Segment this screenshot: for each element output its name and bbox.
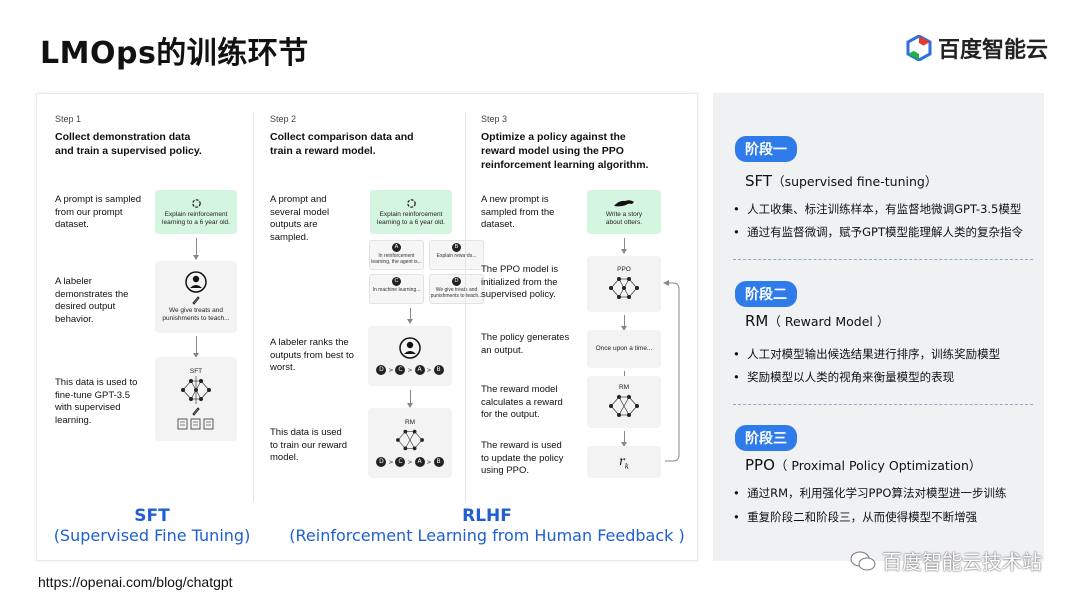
- step-3-rm-card: RM: [587, 376, 661, 428]
- step-1-heading: Collect demonstration data and train a s…: [55, 131, 202, 157]
- step-3-reward-card: rk: [587, 446, 661, 478]
- arrow: [621, 431, 627, 447]
- baidu-cloud-logo-icon: [906, 35, 932, 61]
- wechat-icon: [850, 551, 876, 570]
- step-1-number: Step 1: [55, 114, 82, 124]
- stage-3-bullet-1: • 通过RM，利用强化学习PPO算法对模型进一步训练: [733, 486, 1007, 500]
- arrow: [193, 238, 199, 260]
- pencil-icon: [192, 296, 200, 305]
- stage-3-badge: 阶段三: [735, 425, 797, 451]
- column-divider: [253, 112, 254, 502]
- arrow: [407, 390, 413, 408]
- divider: [733, 404, 1033, 405]
- step-2-column: Step 2 Collect comparison data and train…: [270, 94, 484, 560]
- watermark: 百度智能云技术站: [850, 546, 1042, 575]
- brand-logo: 百度智能云: [906, 32, 1048, 64]
- feedback-loop-arrow-icon: [663, 280, 680, 462]
- step-3-desc-2: The PPO model is initialized from the su…: [481, 264, 559, 300]
- stages-panel: 阶段一 SFT（supervised fine-tuning） • 人工收集、标…: [713, 93, 1044, 561]
- step-1-desc-3: This data is used to fine-tune GPT-3.5 w…: [55, 377, 138, 426]
- step-3-desc-1: A new prompt is sampled from the dataset…: [481, 194, 555, 230]
- step-2-desc-3: This data is used to train our reward mo…: [270, 427, 348, 463]
- step-2-prompt-card: Explain reinforcement learning to a 6 ye…: [370, 190, 452, 234]
- documents-icon: [177, 418, 214, 430]
- stage-1-bullet-2: • 通过有监督微调，赋予GPT模型能理解人类的复杂指令: [733, 225, 1023, 239]
- stage-3-name: PPO（ Proximal Policy Optimization）: [745, 456, 982, 474]
- step-1-column: Step 1 Collect demonstration data and tr…: [55, 94, 265, 560]
- step-3-prompt-text: Write a story about otters.: [605, 210, 643, 226]
- recycle-icon: [406, 198, 416, 208]
- neural-network-icon: [396, 429, 424, 451]
- step-2-number: Step 2: [270, 114, 297, 124]
- column-divider: [465, 112, 466, 502]
- step-1-sft-card: SFT: [155, 357, 237, 441]
- step-1-labeler-card: We give treats and punishments to teach.…: [155, 261, 237, 333]
- step-1-prompt-card: Explain reinforcement learning to a 6 ye…: [155, 190, 237, 234]
- step-3-heading: Optimize a policy against the reward mod…: [481, 131, 649, 171]
- stage-1-bullet-1: • 人工收集、标注训练样本，有监督地微调GPT-3.5模型: [733, 202, 1022, 216]
- reward-symbol: rk: [619, 453, 629, 471]
- neural-network-icon: [609, 395, 639, 417]
- page-title: LMOps的训练环节: [40, 36, 309, 71]
- step-3-number: Step 3: [481, 114, 508, 124]
- step-3-column: Step 3 Optimize a policy against the rew…: [481, 94, 696, 560]
- step-2-heading: Collect comparison data and train a rewa…: [270, 131, 414, 157]
- step-3-ppo-label: PPO: [617, 266, 631, 273]
- stage-2-badge: 阶段二: [735, 281, 797, 307]
- step-1-demo-text: We give treats and punishments to teach.…: [162, 307, 230, 322]
- arrow: [407, 308, 413, 324]
- step-3-ppo-card: PPO: [587, 256, 661, 312]
- step-3-desc-4: The reward model calculates a reward for…: [481, 384, 563, 420]
- step-3-output-card: Once upon a time...: [587, 330, 661, 368]
- stage-1-badge: 阶段一: [735, 136, 797, 162]
- neural-network-icon: [609, 277, 639, 299]
- step-1-desc-1: A prompt is sampled from our prompt data…: [55, 194, 142, 230]
- step-2-desc-2: A labeler ranks the outputs from best to…: [270, 337, 354, 373]
- step-3-output-text: Once upon a time...: [595, 345, 653, 352]
- arrow: [193, 336, 199, 358]
- neural-network-icon: [181, 376, 211, 404]
- pencil-icon: [192, 407, 200, 416]
- step-3-rm-label: RM: [618, 384, 630, 391]
- arrow: [621, 315, 627, 331]
- step-2-rm-label: RM: [404, 419, 416, 426]
- step-3-prompt-card: Write a story about otters.: [587, 190, 661, 234]
- labeler-avatar-icon: [399, 337, 421, 359]
- arrow: [621, 238, 627, 254]
- rlhf-label: RLHF (Reinforcement Learning from Human …: [289, 506, 685, 545]
- step-2-rm-card: RM D> C> A> B: [368, 408, 452, 478]
- step-2-prompt-text: Explain reinforcement learning to a 6 ye…: [377, 210, 445, 226]
- ranking-row: D> C> A> B: [376, 457, 444, 467]
- step-1-prompt-text: Explain reinforcement learning to a 6 ye…: [162, 210, 230, 226]
- stage-1-name: SFT（supervised fine-tuning）: [745, 172, 938, 190]
- stage-2-name: RM（ Reward Model ）: [745, 312, 890, 330]
- ranking-row: D> C> A> B: [376, 365, 444, 375]
- divider: [733, 259, 1033, 260]
- sft-label: SFT (Supervised Fine Tuning): [53, 506, 251, 545]
- stage-2-bullet-1: • 人工对模型输出候选结果进行排序，训练奖励模型: [733, 347, 1001, 361]
- recycle-icon: [191, 198, 201, 208]
- step-1-desc-2: A labeler demonstrates the desired outpu…: [55, 276, 129, 325]
- labeler-avatar-icon: [185, 271, 207, 293]
- step-3-desc-3: The policy generates an output.: [481, 332, 570, 356]
- otter-icon: [614, 199, 634, 206]
- step-2-ranking-card: D> C> A> B: [368, 326, 452, 386]
- stage-2-bullet-2: • 奖励模型以人类的视角来衡量模型的表现: [733, 370, 955, 384]
- step-2-desc-1: A prompt and several model outputs are s…: [270, 194, 330, 243]
- training-diagram: Step 1 Collect demonstration data and tr…: [36, 93, 698, 561]
- logo-text: 百度智能云: [937, 38, 1048, 63]
- step-3-desc-5: The reward is used to update the policy …: [481, 440, 564, 476]
- stage-3-bullet-2: • 重复阶段二和阶段三，从而使得模型不断增强: [733, 510, 978, 524]
- source-url: https://openai.com/blog/chatgpt: [38, 574, 233, 590]
- step-1-sft-label: SFT: [189, 368, 203, 375]
